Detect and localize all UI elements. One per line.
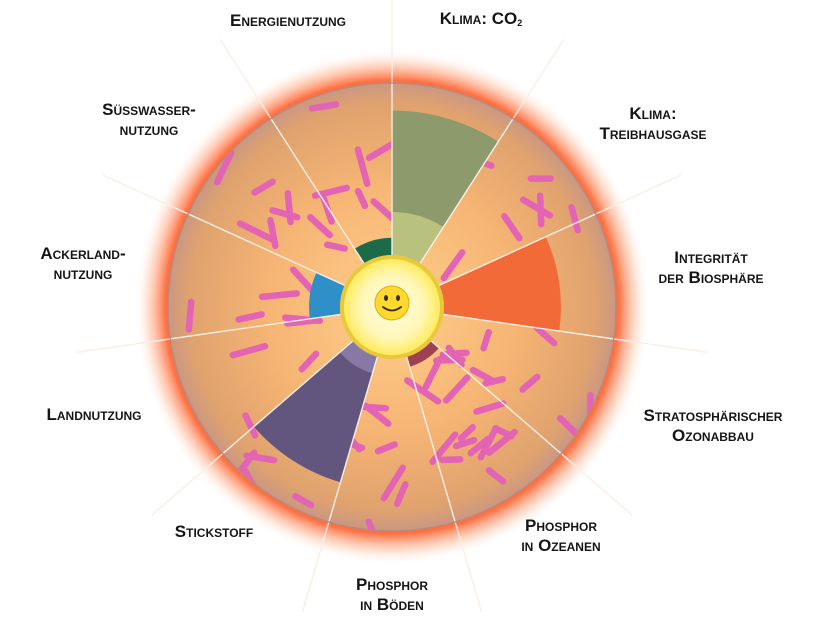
pink-dash	[243, 452, 278, 464]
pink-dash	[229, 343, 269, 359]
pink-dash	[242, 412, 259, 439]
label-ozone: Stratosphärischer Ozonabbau	[643, 406, 783, 445]
label-nitrogen: Stickstoff	[174, 522, 254, 541]
label-biosphere: Integrität der Biosphäre	[658, 248, 764, 287]
pink-dash	[354, 187, 369, 210]
sector-divider	[430, 340, 633, 516]
pink-dash	[185, 298, 195, 333]
pink-dash	[477, 424, 500, 461]
pink-dash	[433, 356, 466, 364]
pink-dash	[370, 198, 397, 222]
label-land-use: Landnutzung	[46, 405, 142, 424]
pink-dash	[365, 139, 399, 162]
sector-divider	[439, 174, 682, 287]
sector-divider	[102, 174, 345, 287]
pink-dash	[269, 207, 301, 221]
label-ghg: Klima: Treibhausgase	[599, 104, 707, 143]
pink-dash	[251, 178, 276, 196]
pink-dash	[485, 467, 507, 485]
boundary-wedges	[253, 110, 561, 483]
smiley-sun-icon	[340, 255, 444, 359]
pink-dash	[267, 217, 279, 250]
pink-dash	[438, 456, 464, 464]
pink-dash	[533, 324, 558, 347]
sector-divider	[301, 356, 378, 613]
sector-divider	[406, 356, 483, 613]
pink-dash	[318, 190, 335, 225]
pink-dash	[568, 204, 581, 234]
pink-dash	[380, 464, 407, 502]
pink-dash	[284, 317, 320, 327]
pink-dash	[292, 493, 315, 509]
sector-divider	[151, 340, 354, 516]
sector-divider	[443, 313, 707, 353]
sector-divider	[219, 39, 365, 264]
label-cropland: Ackerland- nutzung	[40, 244, 126, 283]
label-co2: Klima: CO2	[439, 9, 523, 28]
wedge-cropland	[309, 272, 345, 319]
wedge-nitrogen	[253, 341, 378, 483]
pink-dash	[258, 290, 300, 301]
label-freshwater: Süsswasser- nutzung	[102, 100, 196, 139]
pink-dash	[308, 101, 340, 112]
pink-dash	[480, 329, 492, 352]
pink-dash	[307, 214, 333, 239]
pink-dash	[519, 373, 541, 393]
pink-dash	[469, 366, 497, 385]
pink-dash	[492, 425, 515, 440]
pink-dash	[362, 402, 392, 427]
label-energy: Energienutzung	[229, 11, 347, 30]
pink-dash	[501, 212, 523, 242]
wedge-bio	[439, 236, 561, 331]
pink-dash	[440, 249, 466, 282]
pink-dash	[473, 400, 507, 415]
pink-dash	[324, 241, 348, 252]
pink-dash	[213, 149, 235, 186]
pink-dash	[467, 435, 492, 457]
disc-rim	[167, 82, 617, 532]
pink-dash	[374, 441, 398, 455]
wedge-p_ocean	[406, 341, 440, 367]
sector-dividers	[77, 0, 707, 613]
pink-dash	[298, 350, 320, 373]
pink-dash	[457, 424, 476, 442]
sector-divider	[77, 313, 341, 353]
pink-dash	[519, 196, 554, 219]
wedge-inner-co2	[392, 211, 444, 264]
pink-dash	[452, 436, 478, 450]
pink-dash	[404, 377, 442, 405]
wedge-energy	[354, 237, 392, 264]
pink-dash	[442, 374, 471, 404]
label-phosphor-soils: Phosphor in Böden	[355, 575, 429, 614]
pink-dash	[235, 311, 265, 323]
label-phosphor-oceans: Phosphor in Ozeanen	[521, 516, 601, 555]
pink-dash	[422, 356, 443, 391]
sector-divider	[419, 39, 565, 264]
pink-dash	[354, 146, 371, 188]
pink-dash	[236, 220, 275, 243]
pink-dash	[556, 414, 579, 437]
wedge-inner-nitrogen	[339, 341, 378, 374]
pink-dash	[393, 481, 409, 507]
